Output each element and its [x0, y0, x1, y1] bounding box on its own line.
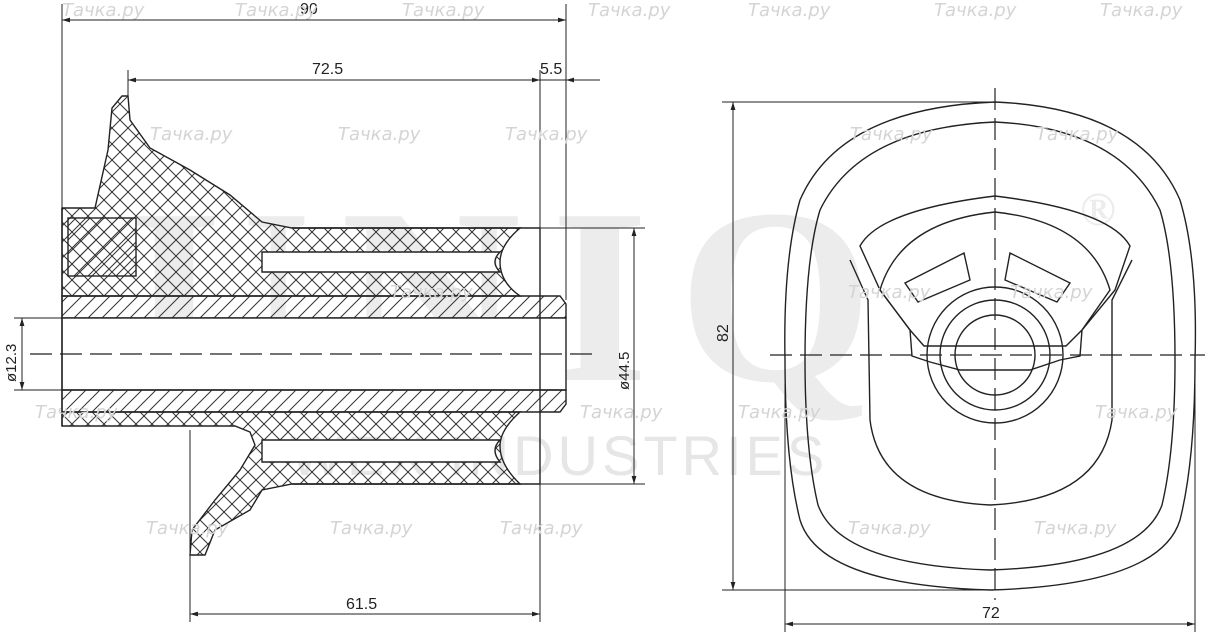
front-slot-right [1004, 251, 1072, 303]
dim-width-label: 72 [982, 605, 1000, 622]
watermark: Тачка.ру [1095, 402, 1178, 423]
dim-body-length-label: 72.5 [312, 61, 343, 78]
dim-sleeve-length-label: 61.5 [346, 596, 377, 613]
inner-sleeve-upper [61, 295, 567, 319]
watermark: Тачка.ру [738, 402, 821, 423]
front-inner-contour [804, 121, 1176, 571]
dim-sleeve-length [189, 430, 541, 622]
dim-body-length [127, 70, 541, 228]
watermark: Тачка.ру [62, 0, 145, 21]
watermark: Тачка.ру [934, 0, 1017, 21]
watermark: Тачка.ру [146, 518, 229, 539]
watermark: Тачка.ру [1100, 0, 1183, 21]
dim-width [784, 360, 1196, 632]
watermark: Тачка.ру [330, 518, 413, 539]
dim-flange-offset-label: 5.5 [540, 61, 562, 78]
watermark: Тачка.ру [1034, 518, 1117, 539]
front-lower-contour [849, 259, 1133, 506]
watermark: Тачка.ру [580, 402, 663, 423]
watermark: Тачка.ру [505, 124, 588, 145]
dim-bore-diameter [14, 317, 62, 391]
dim-height [722, 101, 995, 591]
watermark: Тачка.ру [235, 0, 318, 21]
lower-cavity [261, 439, 502, 463]
watermark: Тачка.ру [390, 282, 473, 303]
watermark: Тачка.ру [588, 0, 671, 21]
dim-outer-diameter [540, 227, 645, 485]
watermark: Тачка.ру [1010, 282, 1093, 303]
watermark: Тачка.ру [850, 124, 933, 145]
upper-insert [67, 217, 137, 277]
front-slot-left [903, 251, 971, 303]
upper-cavity [261, 251, 502, 273]
watermark: Тачка.ру [402, 0, 485, 21]
inner-sleeve-lower [61, 389, 567, 413]
front-mount-plate [859, 195, 1131, 371]
dim-bore-diameter-label: ø12.3 [3, 344, 20, 382]
watermark: Тачка.ру [848, 518, 931, 539]
upper-rubber-body [61, 95, 523, 297]
site-watermarks: Тачка.ру Тачка.ру Тачка.ру Тачка.ру Тачк… [35, 0, 1183, 539]
dim-overall-length-label: 90 [300, 1, 318, 18]
dim-outer-diameter-label: ø44.5 [616, 352, 633, 390]
brand-registered-mark: ® [1080, 183, 1116, 236]
front-plate-inner-ring [879, 211, 1111, 347]
dim-overall-length [61, 4, 567, 300]
dim-height-label: 82 [715, 324, 732, 342]
watermark: Тачка.ру [848, 282, 931, 303]
watermark: Тачка.ру [500, 518, 583, 539]
watermark: Тачка.ру [1036, 124, 1119, 145]
watermark: Тачка.ру [748, 0, 831, 21]
watermark: Тачка.ру [150, 124, 233, 145]
watermark: Тачка.ру [338, 124, 421, 145]
watermark: Тачка.ру [35, 402, 118, 423]
